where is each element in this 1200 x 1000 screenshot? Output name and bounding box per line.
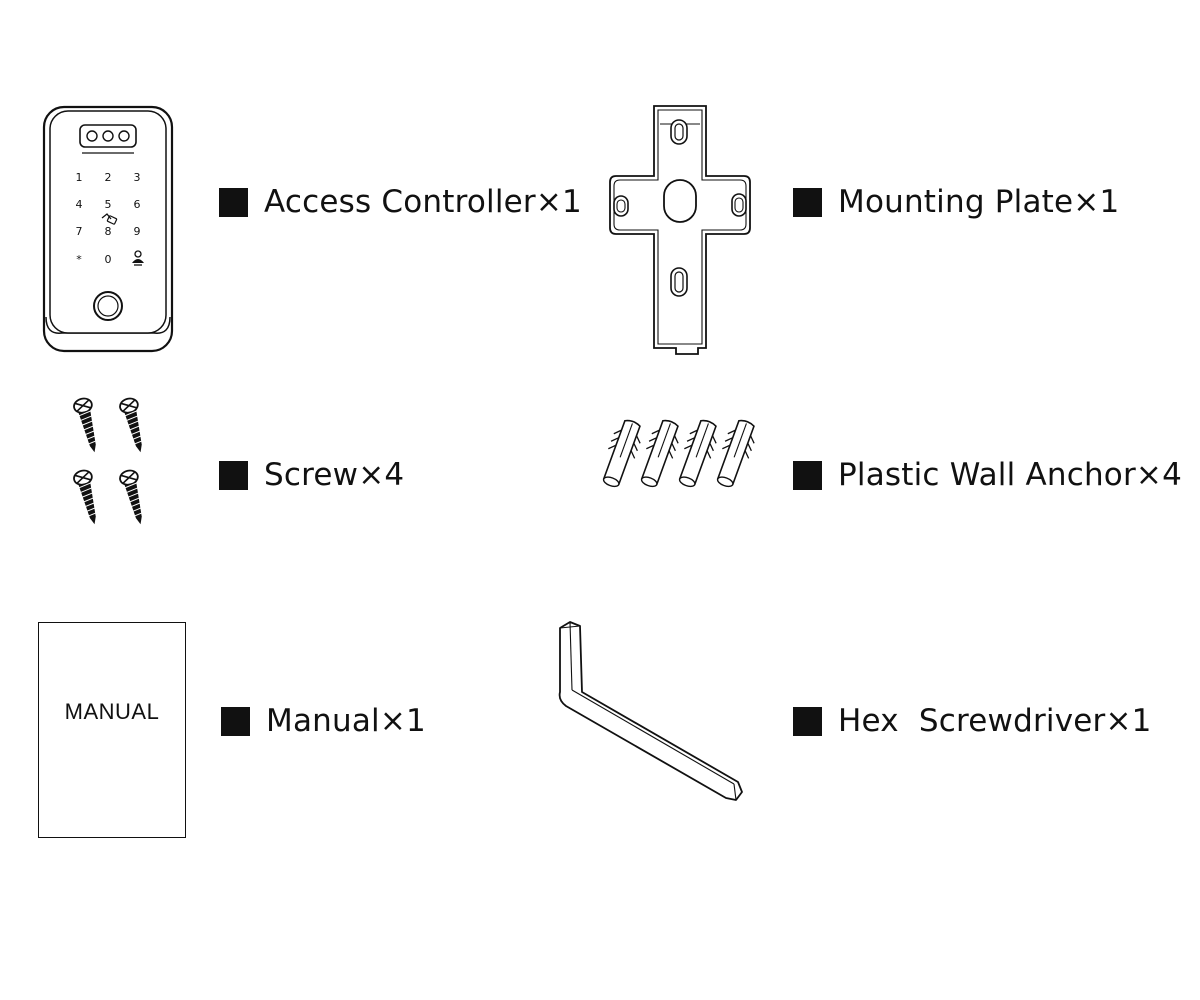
screw [119, 397, 145, 453]
item-label-access-controller: Access Controller×1 [219, 184, 582, 220]
wall-anchor [678, 419, 717, 488]
wall-anchor [602, 419, 641, 488]
screw-icon [73, 397, 145, 525]
bullet-square-icon [793, 187, 822, 217]
mounting-plate-icon [609, 105, 751, 355]
label-text: Manual×1 [266, 703, 426, 739]
item-label-wall-anchor: Plastic Wall Anchor×4 [793, 457, 1182, 493]
screw [73, 469, 99, 525]
bullet-square-icon [793, 460, 822, 490]
label-text: Plastic Wall Anchor×4 [838, 457, 1183, 493]
bullet-square-icon [219, 460, 248, 490]
label-text: Hex Screwdriver×1 [838, 703, 1152, 739]
keypad-key: 6 [134, 198, 141, 211]
bullet-square-icon [219, 187, 248, 217]
keypad-key: 0 [105, 253, 112, 266]
keypad-key: 1 [76, 171, 83, 184]
item-label-hex-screwdriver: Hex Screwdriver×1 [793, 703, 1152, 739]
item-label-manual: Manual×1 [221, 703, 426, 739]
keypad-key: 4 [76, 198, 83, 211]
keypad-key: 2 [105, 171, 112, 184]
label-text: Mounting Plate×1 [838, 184, 1120, 220]
bullet-square-icon [793, 706, 822, 736]
hex-key-icon [558, 621, 743, 801]
bullet-square-icon [221, 706, 250, 736]
manual-cover-text: MANUAL [64, 699, 160, 724]
wall-anchor [640, 419, 679, 488]
access-controller-icon: 1 2 3 4 5 6 7 8 9 * 0 [42, 105, 174, 353]
item-label-screw: Screw×4 [219, 457, 404, 493]
screw [73, 397, 99, 453]
keypad-key: 5 [105, 198, 112, 211]
wall-anchor-icon [602, 419, 755, 488]
item-label-mounting-plate: Mounting Plate×1 [793, 184, 1119, 220]
keypad-key: 3 [134, 171, 141, 184]
keypad-key: * [76, 253, 82, 266]
manual-booklet-icon: MANUAL [38, 622, 186, 838]
wall-anchor [716, 419, 755, 488]
keypad-key: 9 [134, 225, 141, 238]
label-text: Screw×4 [264, 457, 405, 493]
keypad-key: 8 [105, 225, 112, 238]
label-text: Access Controller×1 [264, 184, 582, 220]
screw [119, 469, 145, 525]
keypad-key: 7 [76, 225, 83, 238]
